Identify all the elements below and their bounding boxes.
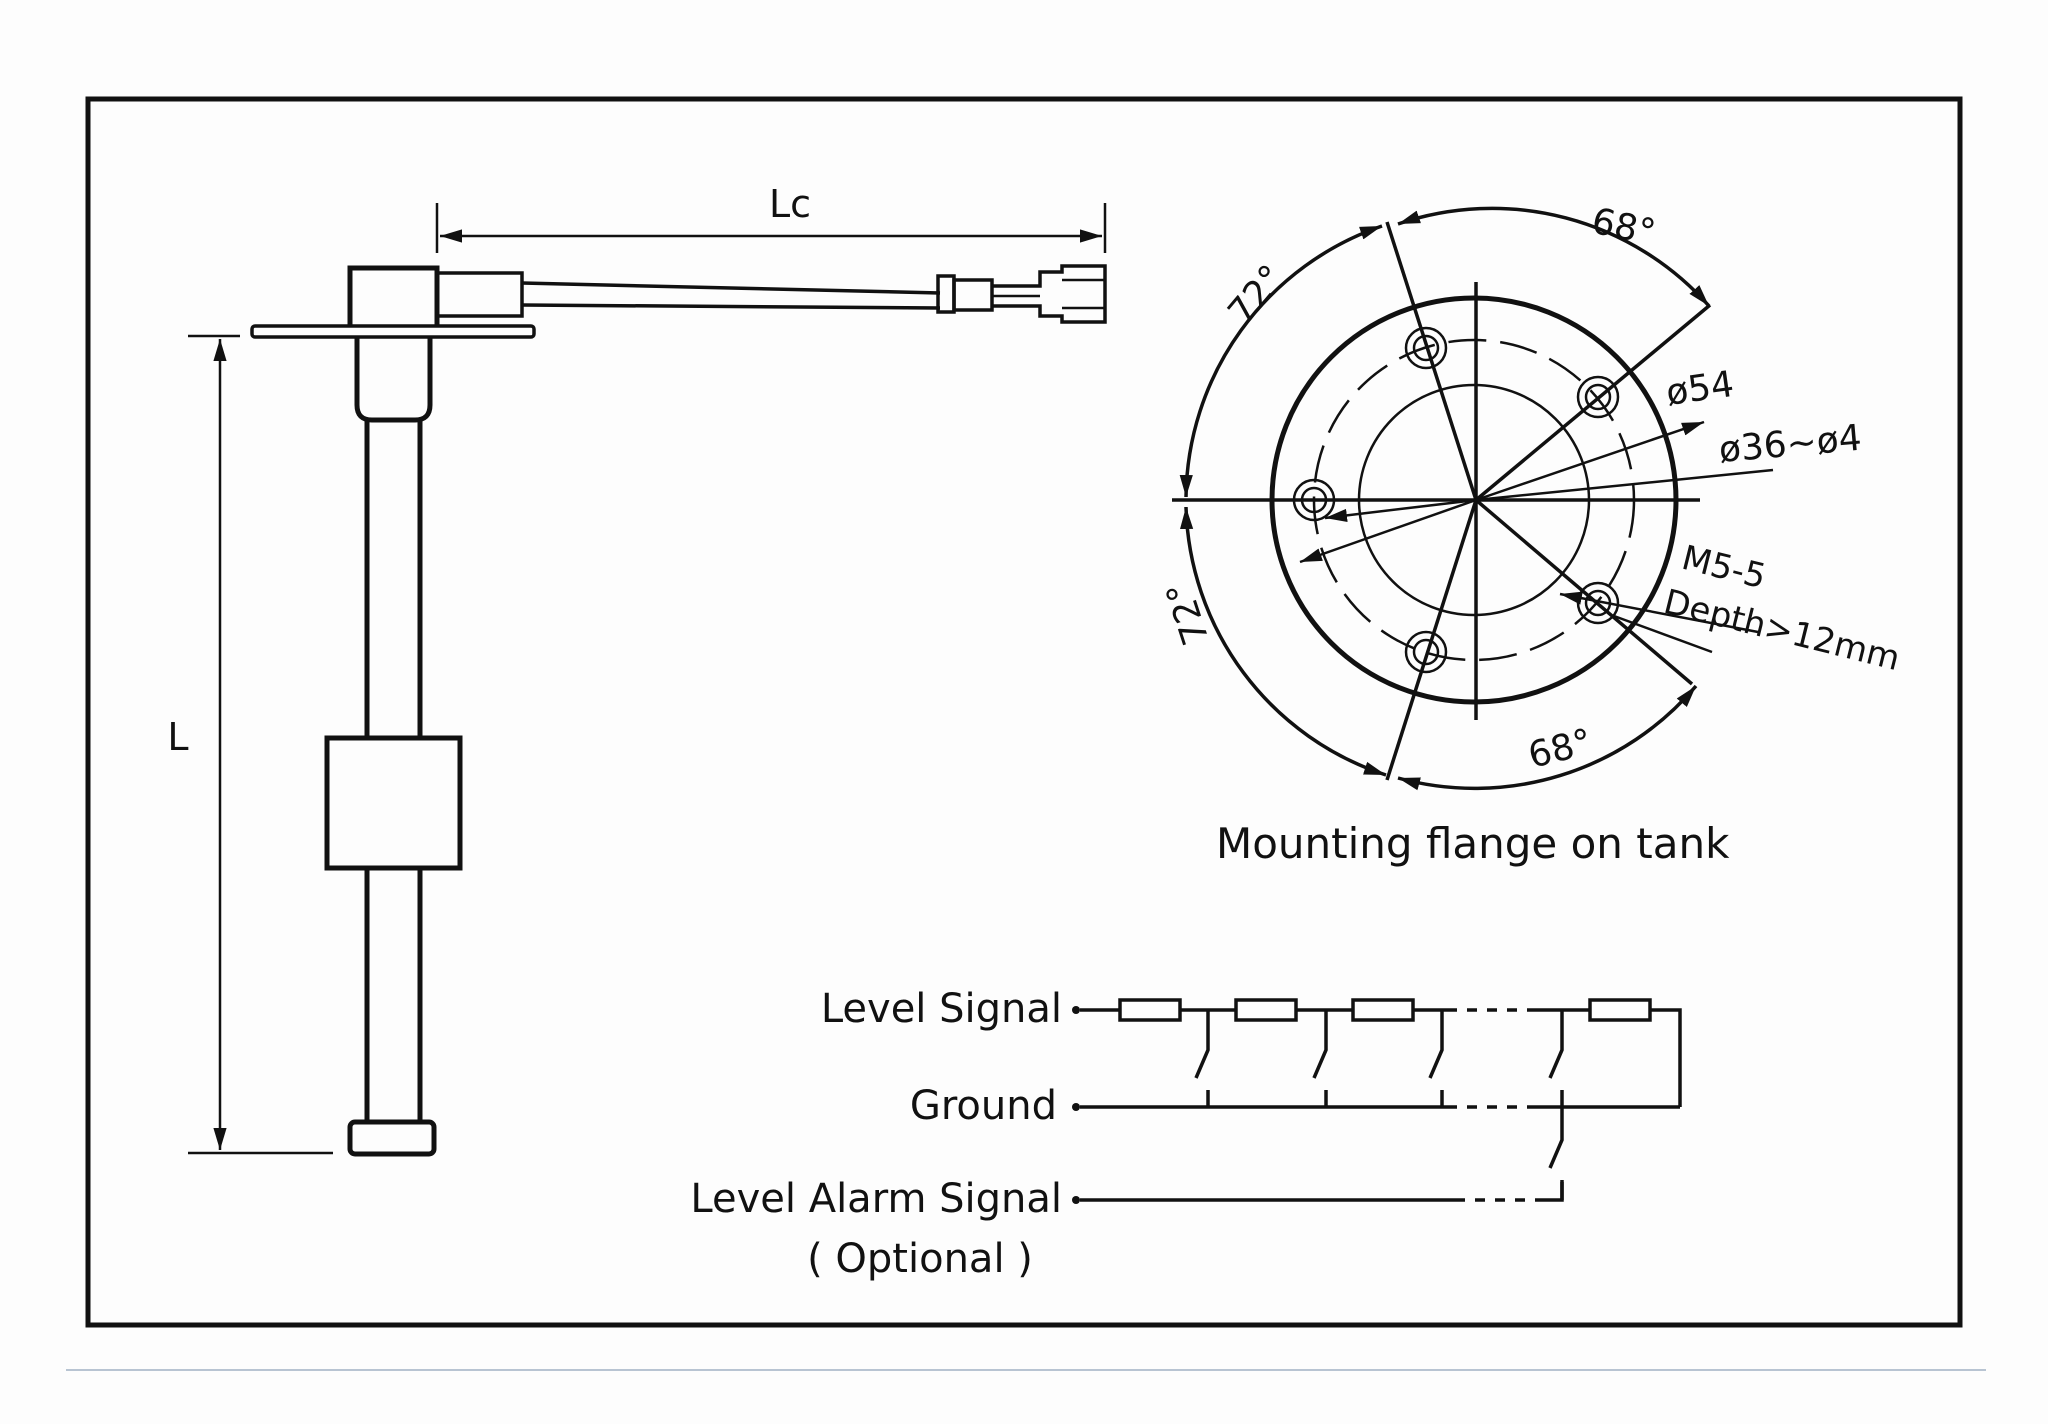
outer-diameter-label: ø54 bbox=[1664, 364, 1737, 414]
depth-label: Depth>12mm bbox=[1660, 582, 1904, 679]
reed-switch bbox=[1548, 1010, 1564, 1107]
bolt-hole bbox=[1576, 581, 1620, 625]
alarm-reed-switch bbox=[1548, 1107, 1564, 1200]
flange-view: 68° 72° 72° 68° ø54 ø36~ø4 M5-5 Depth>12… bbox=[1159, 201, 1904, 868]
flange-caption: Mounting flange on tank bbox=[1216, 819, 1730, 868]
bolt-hole bbox=[1576, 375, 1620, 419]
float bbox=[324, 735, 463, 871]
inner-diameter-label: ø36~ø4 bbox=[1717, 418, 1863, 471]
reed-switch bbox=[1428, 1010, 1444, 1107]
angle-label-top: 68° bbox=[1588, 201, 1659, 254]
angle-arc bbox=[1397, 684, 1698, 791]
resistor bbox=[1351, 998, 1415, 1022]
angle-arc bbox=[1180, 506, 1387, 777]
mounting-plate bbox=[250, 324, 536, 339]
level-signal-terminal bbox=[1072, 1006, 1080, 1014]
cable-connector bbox=[936, 264, 1107, 324]
bolt-hole bbox=[1404, 630, 1448, 674]
ground-terminal bbox=[1072, 1103, 1080, 1111]
resistor bbox=[1118, 998, 1182, 1022]
probe-tube bbox=[364, 420, 423, 1120]
angle-arc bbox=[1397, 206, 1711, 308]
resistor bbox=[1234, 998, 1298, 1022]
alarm-terminal bbox=[1072, 1196, 1080, 1204]
angle-label-lower-left: 72° bbox=[1159, 577, 1218, 650]
bottom-cap bbox=[347, 1119, 437, 1157]
drawing-frame bbox=[85, 96, 1963, 1328]
probe-length-label: L bbox=[167, 715, 188, 759]
bolt-hole bbox=[1292, 478, 1336, 522]
level-signal-label: Level Signal bbox=[821, 986, 1062, 1032]
wiring-diagram: Level Signal Ground Level Alarm Signal (… bbox=[690, 986, 1682, 1282]
optional-label: ( Optional ) bbox=[807, 1236, 1033, 1282]
angle-arc bbox=[1179, 224, 1383, 498]
sensor-side-view: Lc L bbox=[167, 182, 1107, 1157]
alarm-signal-label: Level Alarm Signal bbox=[690, 1176, 1062, 1222]
reed-switch bbox=[1194, 1010, 1210, 1107]
ground-label: Ground bbox=[910, 1083, 1057, 1129]
resistor bbox=[1588, 998, 1652, 1022]
reed-switch bbox=[1312, 1010, 1328, 1107]
cable-length-label: Lc bbox=[769, 182, 811, 226]
bolt-hole bbox=[1404, 326, 1448, 370]
angle-label-upper-left: 72° bbox=[1220, 258, 1292, 333]
